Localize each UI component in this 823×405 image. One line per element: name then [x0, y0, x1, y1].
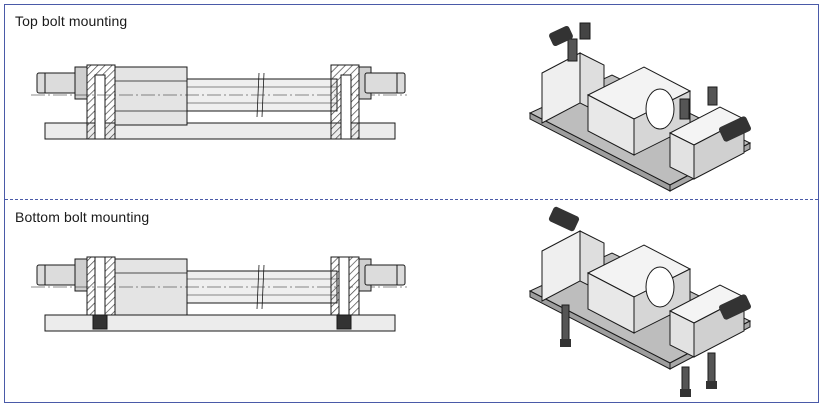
top-bolt-section-drawing [31, 64, 407, 140]
figure-frame: Top bolt mounting [4, 4, 819, 403]
top-bolt-title: Top bolt mounting [15, 13, 128, 29]
bottom-bolt-isometric-illustration [528, 206, 752, 397]
top-bolt-isometric-illustration [528, 22, 752, 192]
bottom-bolt-section-drawing [31, 256, 407, 332]
top-bolt-panel: Top bolt mounting [5, 5, 818, 200]
bottom-bolt-title: Bottom bolt mounting [15, 209, 150, 225]
bottom-bolt-panel: Bottom bolt mounting [5, 201, 818, 404]
panel-divider [5, 199, 818, 200]
